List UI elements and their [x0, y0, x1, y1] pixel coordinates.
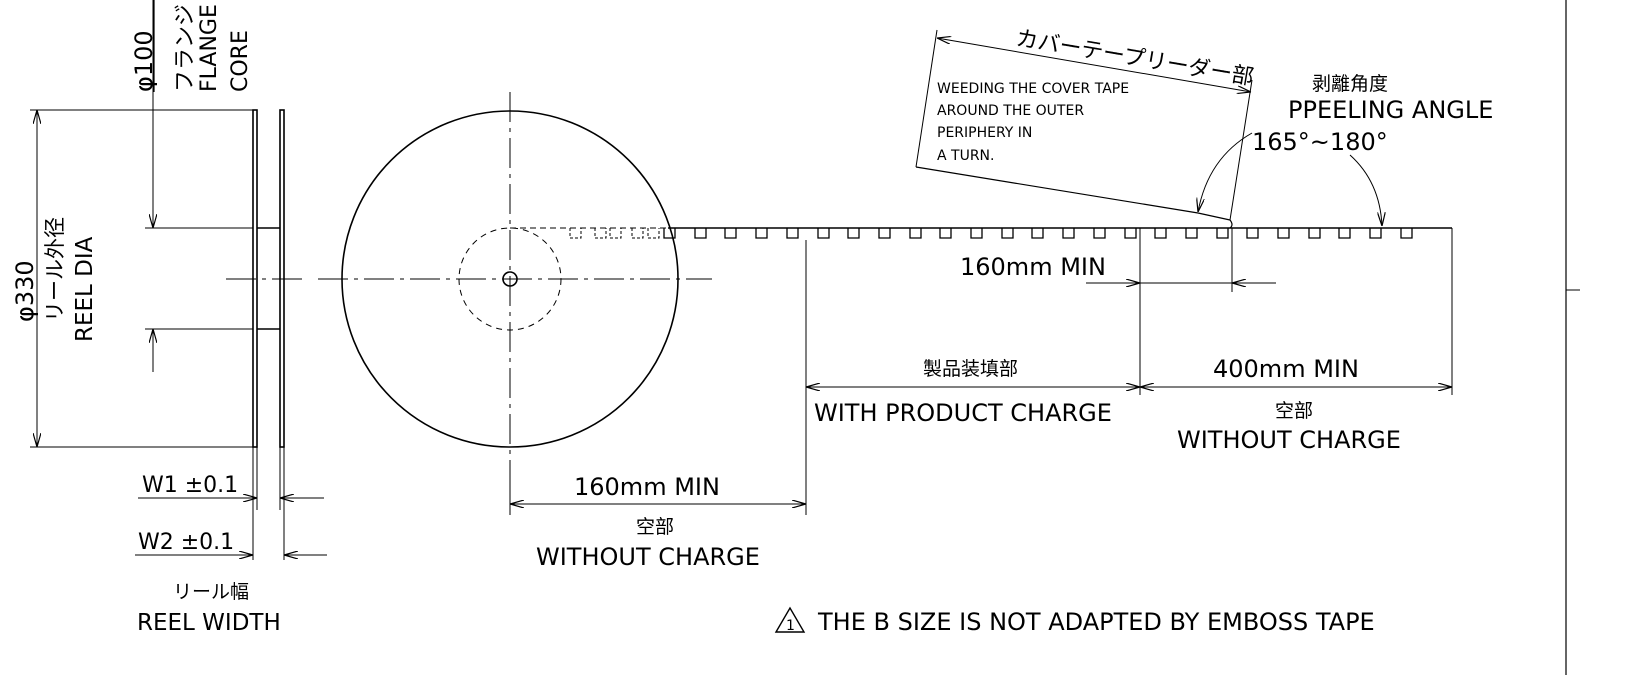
trailer-section-jp: 空部: [1275, 400, 1313, 422]
tape-pocket: [1031, 228, 1044, 239]
reel-dia-en: REEL DIA: [72, 236, 98, 342]
tape-pocket: [1124, 228, 1137, 239]
tape-pocket: [1400, 228, 1413, 239]
reel-side-view: [30, 109, 305, 448]
start-section-jp: 空部: [636, 516, 674, 538]
leader-note-line-2: AROUND THE OUTER: [937, 103, 1084, 119]
tape-pocket: [609, 228, 622, 239]
flange-en-label: FLANGE: [197, 4, 222, 92]
note-triangle-icon: [774, 606, 806, 633]
tape-pocket: [1154, 228, 1167, 239]
tape-pocket: [755, 228, 768, 239]
tape-pocket: [939, 228, 952, 239]
reel-width-en: REEL WIDTH: [137, 610, 281, 636]
flange-jp-label: フランジ: [173, 4, 198, 92]
core-en-label: CORE: [228, 30, 253, 92]
tape-pocket: [724, 228, 737, 239]
reel-width-dimension: W1 ±0.1 W2 ±0.1 リール幅 REEL WIDTH: [135, 447, 327, 636]
w1-label: W1 ±0.1: [142, 473, 238, 498]
tape-pocket: [1093, 228, 1106, 239]
note: 1 THE B SIZE IS NOT ADAPTED BY EMBOSS TA…: [774, 606, 1375, 636]
peeling-angle-jp: 剥離角度: [1312, 73, 1388, 95]
tape-pocket: [1308, 228, 1321, 239]
tape-pocket: [594, 228, 607, 239]
reel-dia-dimension: φ330 リール外径 REEL DIA: [11, 110, 98, 447]
tape-pocket: [694, 228, 707, 239]
product-section-jp: 製品装填部: [923, 358, 1018, 380]
start-section-dimension: 160mm MIN 空部 WITHOUT CHARGE: [510, 473, 806, 571]
tape-pocket: [1001, 228, 1014, 239]
tape-pocket: [909, 228, 922, 239]
tape-pocket: [1062, 228, 1075, 239]
leader-length-dimension: 160mm MIN: [960, 228, 1276, 395]
leader-note-line-3: PERIPHERY IN: [937, 125, 1032, 141]
peeling-angle: 剥離角度 PPEELING ANGLE 165°~180°: [1198, 73, 1493, 226]
tape-pocket: [663, 228, 676, 239]
product-section-dimension: 製品装填部 WITH PRODUCT CHARGE: [805, 240, 1140, 515]
leader-note-line-4: A TURN.: [937, 148, 994, 164]
leader-note-line-1: WEEDING THE COVER TAPE: [937, 81, 1129, 97]
core-dia-value: φ100: [130, 30, 158, 92]
tape-pocket: [786, 228, 799, 239]
w2-label: W2 ±0.1: [138, 530, 234, 555]
note-text: THE B SIZE IS NOT ADAPTED BY EMBOSS TAPE: [817, 608, 1375, 636]
tape-pocket: [631, 228, 644, 239]
cover-tape-leader: カバーテープリーダー部 WEEDING THE COVER TAPE AROUN…: [915, 26, 1256, 229]
tape-pocket: [1216, 228, 1229, 239]
core-dia-dimension: φ100 フランジ FLANGE CORE: [130, 0, 253, 372]
reel-front-view: [318, 92, 1452, 515]
tape-pocket: [817, 228, 830, 239]
trailer-section-dimension: 400mm MIN 空部 WITHOUT CHARGE: [1140, 228, 1453, 454]
trailer-length-label: 400mm MIN: [1213, 355, 1359, 383]
tape-pocket: [1185, 228, 1198, 239]
tape-pocket: [1277, 228, 1290, 239]
tape-pocket: [1369, 228, 1382, 239]
trailer-section-en: WITHOUT CHARGE: [1177, 426, 1401, 454]
reel-dia-value: φ330: [11, 260, 39, 322]
tape-pocket: [569, 228, 582, 239]
start-section-en: WITHOUT CHARGE: [536, 543, 760, 571]
tape-pocket: [970, 228, 983, 239]
peeling-angle-value: 165°~180°: [1252, 128, 1388, 156]
tape-pocket: [847, 228, 860, 239]
peeling-angle-en: PPEELING ANGLE: [1288, 96, 1493, 124]
tape-pocket: [1246, 228, 1259, 239]
tape-pocket: [1338, 228, 1351, 239]
tape-pocket: [878, 228, 891, 239]
product-section-en: WITH PRODUCT CHARGE: [814, 399, 1112, 427]
start-length-label: 160mm MIN: [574, 473, 720, 501]
reel-dia-jp: リール外径: [43, 217, 67, 322]
leader-length-label: 160mm MIN: [960, 253, 1106, 281]
tape-pocket: [647, 228, 660, 239]
reel-width-jp: リール幅: [173, 581, 249, 603]
note-number: 1: [786, 618, 795, 634]
